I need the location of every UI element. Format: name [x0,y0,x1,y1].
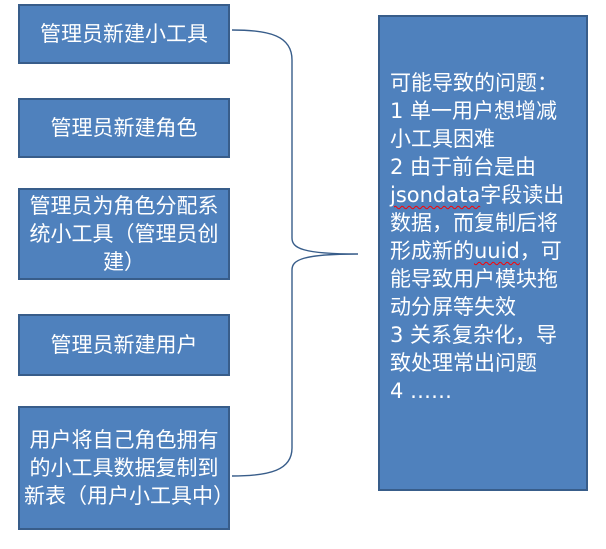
grouping-brace-path [231,29,359,477]
issues-heading: 可能导致的问题： [390,71,558,95]
issue-line: 2 由于前台是由 [390,155,537,179]
step-admin-assign-widgets-label: 管理员为角色分配系统小工具（管理员创建） [29,194,219,274]
issue-line: 3 关系复杂化，导 [390,323,558,347]
issue-line: 致处理常出问题 [390,351,537,375]
issue-line: 能导致用户模块拖 [390,267,558,291]
step-admin-create-user: 管理员新建用户 [18,314,230,376]
spellcheck-word: jsondata [390,183,481,207]
spellcheck-word: uuid [474,239,520,263]
issue-line-prefix: 形成新的 [390,239,474,263]
issue-line: 小工具困难 [390,127,495,151]
step-admin-create-widget-label: 管理员新建小工具 [40,22,208,46]
step-admin-create-user-label: 管理员新建用户 [50,333,198,357]
issue-line-rest: ，可 [519,239,562,263]
issue-line: 形成新的uuid，可 [390,237,578,265]
issue-line: 数据，而复制后将 [390,211,558,235]
step-admin-create-role-label: 管理员新建角色 [50,116,198,140]
step-user-copy-widgets-label: 用户将自己角色拥有的小工具数据复制到新表（用户小工具中） [24,428,234,508]
issue-line: 4 …… [390,379,453,403]
step-admin-create-widget: 管理员新建小工具 [18,4,230,64]
issue-line: 1 单一用户想增减 [390,99,558,123]
issues-box: 可能导致的问题： 1 单一用户想增减 小工具困难 2 由于前台是由 jsonda… [378,15,588,491]
issue-line: jsondata字段读出 [390,181,578,209]
issue-line: 动分屏等失效 [390,295,516,319]
step-admin-assign-widgets: 管理员为角色分配系统小工具（管理员创建） [18,188,230,280]
step-admin-create-role: 管理员新建角色 [18,98,230,158]
issue-line-rest: 字段读出 [480,183,565,207]
step-user-copy-widgets: 用户将自己角色拥有的小工具数据复制到新表（用户小工具中） [18,406,234,530]
